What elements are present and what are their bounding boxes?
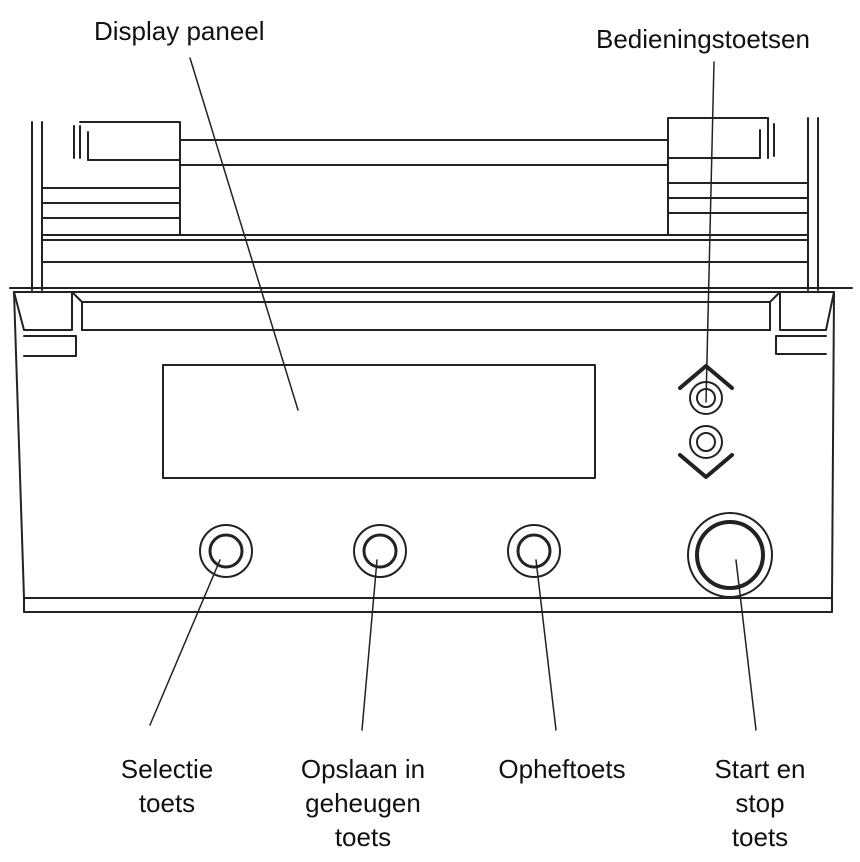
leader-display	[189, 57, 299, 411]
label-select-key: Selectie toets	[120, 754, 214, 818]
label-cancel-key: Opheftoets	[498, 754, 626, 784]
save-button	[353, 524, 407, 578]
start-stop-button	[687, 512, 773, 598]
up-arrow-icon	[678, 364, 734, 390]
display-window	[162, 364, 596, 479]
upper-housing	[31, 117, 819, 291]
down-button-inner	[696, 432, 716, 452]
leader-controls	[705, 61, 715, 403]
select-button	[199, 524, 253, 578]
down-button-outer	[689, 425, 723, 459]
front-panel	[9, 287, 853, 613]
leader-cancel	[535, 559, 557, 731]
cancel-button	[507, 524, 561, 578]
leader-select	[149, 559, 221, 726]
label-control-keys: Bedieningstoetsen	[596, 24, 810, 54]
label-startstop-key: Start en stop toets	[714, 754, 806, 852]
leader-lines	[149, 57, 757, 731]
label-save-key: Opslaan in geheugen toets	[300, 754, 426, 852]
label-display-panel: Display paneel	[94, 16, 265, 46]
down-arrow-icon	[678, 453, 734, 479]
leader-startstop	[735, 559, 757, 731]
leader-save	[361, 559, 378, 731]
arrow-control-buttons	[678, 364, 734, 479]
